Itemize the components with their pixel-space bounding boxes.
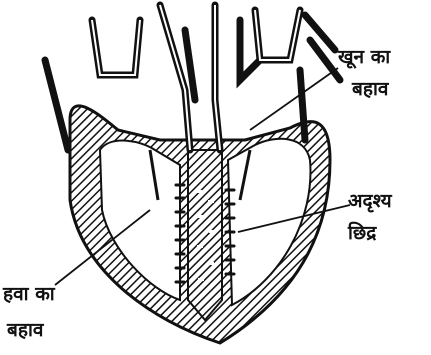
- label-invisible-holes-line1: अदृश्य: [348, 190, 392, 212]
- label-air-flow: हवा का बहाव: [3, 283, 55, 341]
- label-blood-flow-line1: खून का: [338, 46, 390, 68]
- label-invisible-holes: अदृश्य छिद्र: [348, 190, 392, 244]
- label-air-flow-line1: हवा का: [3, 283, 55, 305]
- label-air-flow-line2: बहाव: [7, 319, 55, 341]
- label-invisible-holes-line2: छिद्र: [348, 222, 392, 244]
- label-blood-flow-line2: बहाव: [352, 78, 390, 100]
- pore-marks-right: [226, 190, 234, 274]
- septum: [188, 150, 222, 320]
- label-blood-flow: खून का बहाव: [338, 46, 390, 100]
